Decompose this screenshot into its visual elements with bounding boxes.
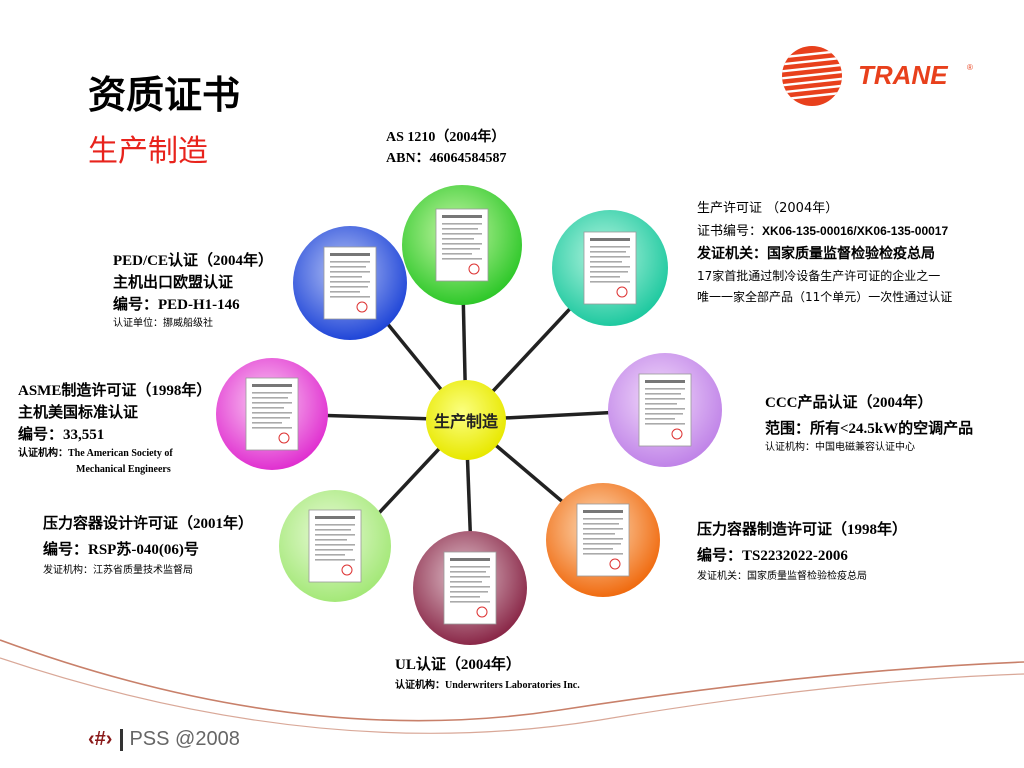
logo-text: TRANE bbox=[858, 60, 948, 90]
footer-divider bbox=[120, 728, 124, 751]
cert-ul-circle bbox=[413, 531, 527, 645]
cert-pv-design-circle bbox=[279, 490, 391, 602]
pv-manufacture-label: 压力容器制造许可证（1998年） 编号：TS2232022-2006 发证机关：… bbox=[697, 522, 908, 582]
page-subtitle: 生产制造 bbox=[88, 134, 208, 169]
cert-asme-circle bbox=[216, 358, 328, 470]
cert-ccc-circle bbox=[608, 353, 722, 467]
trane-logo: TRANE ® bbox=[780, 44, 980, 108]
page-number: ‹#› bbox=[88, 728, 113, 750]
decorative-curves bbox=[0, 639, 1024, 734]
hub-circle: 生产制造 bbox=[426, 380, 506, 460]
cert-license-circle bbox=[552, 210, 668, 326]
pv-design-label: 压力容器设计许可证（2001年） 编号：RSP苏-040(06)号 发证机构：江… bbox=[43, 516, 254, 576]
ul-label: UL认证（2004年） 认证机构：Underwriters Laboratori… bbox=[395, 657, 580, 691]
hub-label: 生产制造 bbox=[434, 412, 499, 431]
cert-as1210-circle bbox=[402, 185, 522, 305]
svg-text:®: ® bbox=[967, 63, 973, 72]
as1210-label: AS 1210（2004年） ABN：46064584587 bbox=[386, 130, 507, 166]
pedce-label: PED/CE认证（2004年） 主机出口欧盟认证 编号：PED-H1-146 认… bbox=[113, 253, 274, 329]
production-license-label: 生产许可证 （2004年） 证书编号：XK06-135-00016/XK06-1… bbox=[697, 201, 953, 304]
footer-text: PSS @2008 bbox=[129, 728, 240, 750]
page-title: 资质证书 bbox=[88, 73, 241, 117]
ccc-label: CCC产品认证（2004年） 范围：所有<24.5kW的空调产品 认证机构：中国… bbox=[765, 395, 974, 453]
asme-label: ASME制造许可证（1998年） 主机美国标准认证 编号：33,551 认证机构… bbox=[18, 383, 212, 475]
footer: ‹#› PSS @2008 bbox=[88, 728, 240, 751]
cert-pv-manufacture-circle bbox=[546, 483, 660, 597]
cert-pedce-circle bbox=[293, 226, 407, 340]
